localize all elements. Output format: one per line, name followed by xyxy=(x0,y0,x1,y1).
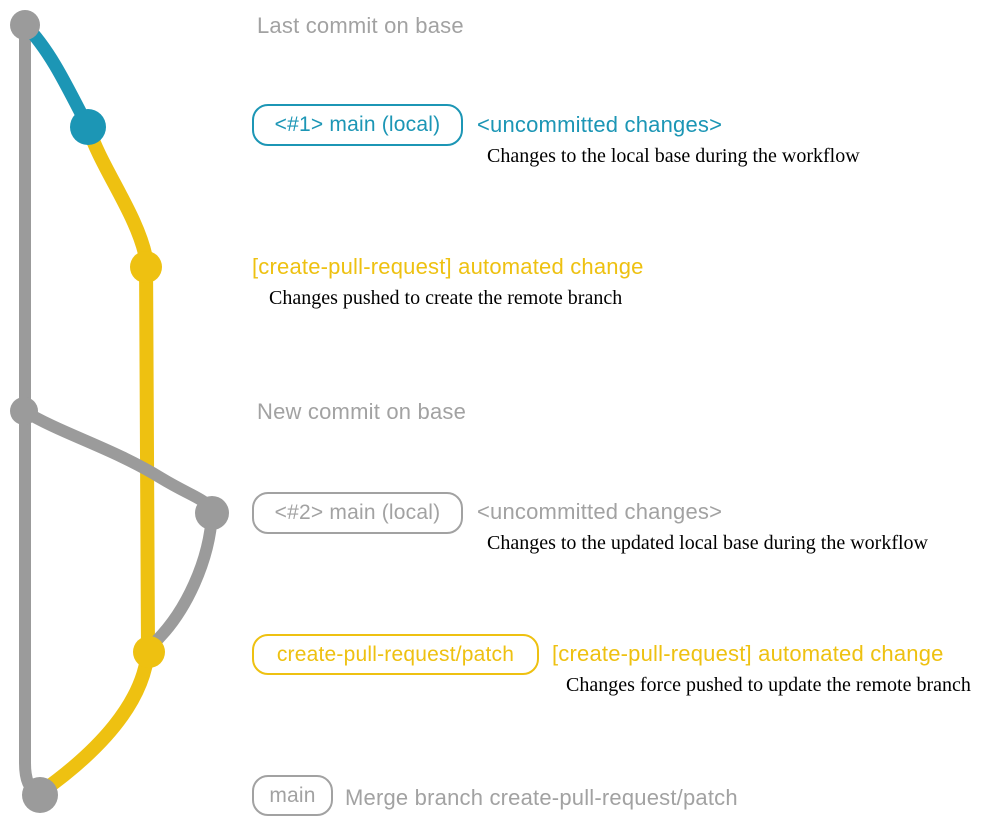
merge-commit-message: Merge branch create-pull-request/patch xyxy=(345,785,738,810)
patch-branch-line xyxy=(81,120,155,657)
branch-box-main-local-1: <#1> main (local) xyxy=(252,104,463,146)
commit-dot-patch-2 xyxy=(133,636,165,668)
automated-change-2-title: [create-pull-request] automated change xyxy=(552,641,944,666)
uncommitted-changes-1-label: <uncommitted changes> xyxy=(477,112,723,137)
rebase-curve xyxy=(145,507,218,652)
branch-box-patch-label: create-pull-request/patch xyxy=(276,642,515,666)
uncommitted-changes-2-description: Changes to the updated local base during… xyxy=(487,532,928,554)
branch-box-main-local-1-label: <#1> main (local) xyxy=(274,113,441,136)
base-update-curve xyxy=(18,405,218,519)
merge-curve xyxy=(33,643,155,800)
new-commit-on-base-label: New commit on base xyxy=(257,399,467,424)
branch-box-main-local-2-label: <#2> main (local) xyxy=(274,501,441,524)
branch-box-main: main xyxy=(252,775,333,816)
commit-dot-new-base xyxy=(10,397,38,425)
automated-change-1-description: Changes pushed to create the remote bran… xyxy=(269,287,623,309)
commit-dot-merge xyxy=(22,777,58,813)
last-commit-on-base-label: Last commit on base xyxy=(257,13,464,38)
branch-box-main-local-2: <#2> main (local) xyxy=(252,492,463,534)
automated-change-1-title: [create-pull-request] automated change xyxy=(252,254,644,279)
commit-dot-patch-1 xyxy=(130,251,162,283)
branch-box-patch: create-pull-request/patch xyxy=(252,634,539,675)
automated-change-2-description: Changes force pushed to update the remot… xyxy=(566,674,971,696)
commit-dot-local-main-2 xyxy=(195,496,229,530)
uncommitted-changes-1-description: Changes to the local base during the wor… xyxy=(487,145,860,167)
commit-dot-local-main-1 xyxy=(70,109,106,145)
commit-dot-last-base xyxy=(10,10,40,40)
uncommitted-changes-2-label: <uncommitted changes> xyxy=(477,499,723,524)
branch-box-main-label: main xyxy=(269,783,316,807)
